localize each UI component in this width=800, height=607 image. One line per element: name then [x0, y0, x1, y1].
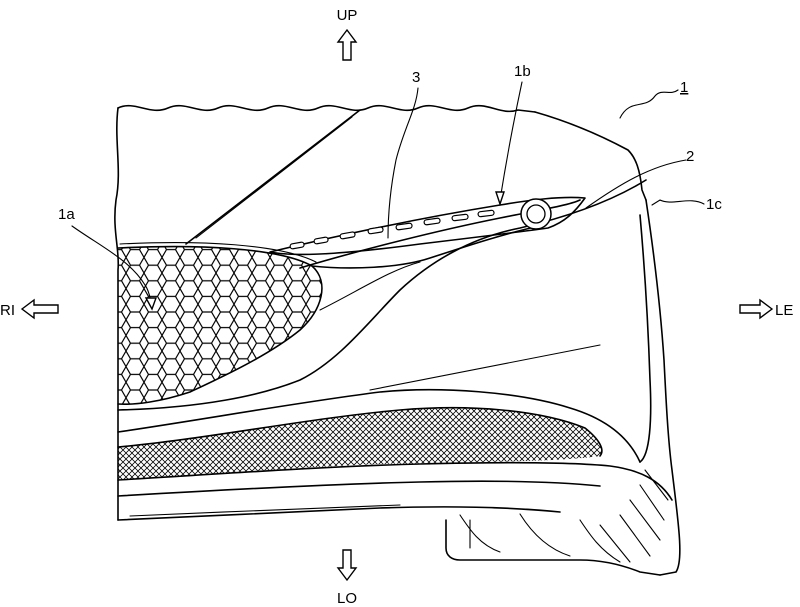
leader-1 — [619, 89, 679, 119]
right-arrow-icon — [739, 298, 774, 320]
break-line — [117, 104, 536, 113]
down-arrow-icon — [336, 549, 358, 582]
left-arrow-icon — [20, 298, 59, 320]
lamp-inner — [526, 204, 546, 224]
direction-right-label: LE — [775, 302, 793, 319]
ref-2: 2 — [686, 148, 694, 165]
up-arrow-icon — [336, 28, 358, 61]
reference-labels: 1 3 1b 2 1c 1a — [58, 63, 722, 311]
ref-1b: 1b — [514, 63, 531, 80]
front-bumper-drawing — [114, 104, 681, 576]
leader-3 — [387, 87, 419, 239]
leader-1c — [651, 199, 705, 206]
ref-3: 3 — [412, 69, 420, 86]
leader-1b — [499, 81, 523, 201]
led-segments — [289, 209, 495, 250]
ref-1: 1 — [680, 79, 688, 96]
upper-grille — [117, 242, 323, 405]
ref-1a: 1a — [58, 206, 75, 223]
leader-2 — [585, 159, 687, 209]
direction-down-label: LO — [337, 590, 357, 607]
direction-up-label: UP — [337, 7, 358, 24]
direction-left-label: RI — [0, 302, 15, 319]
ref-1c: 1c — [706, 196, 722, 213]
headlight-strip — [269, 196, 586, 256]
